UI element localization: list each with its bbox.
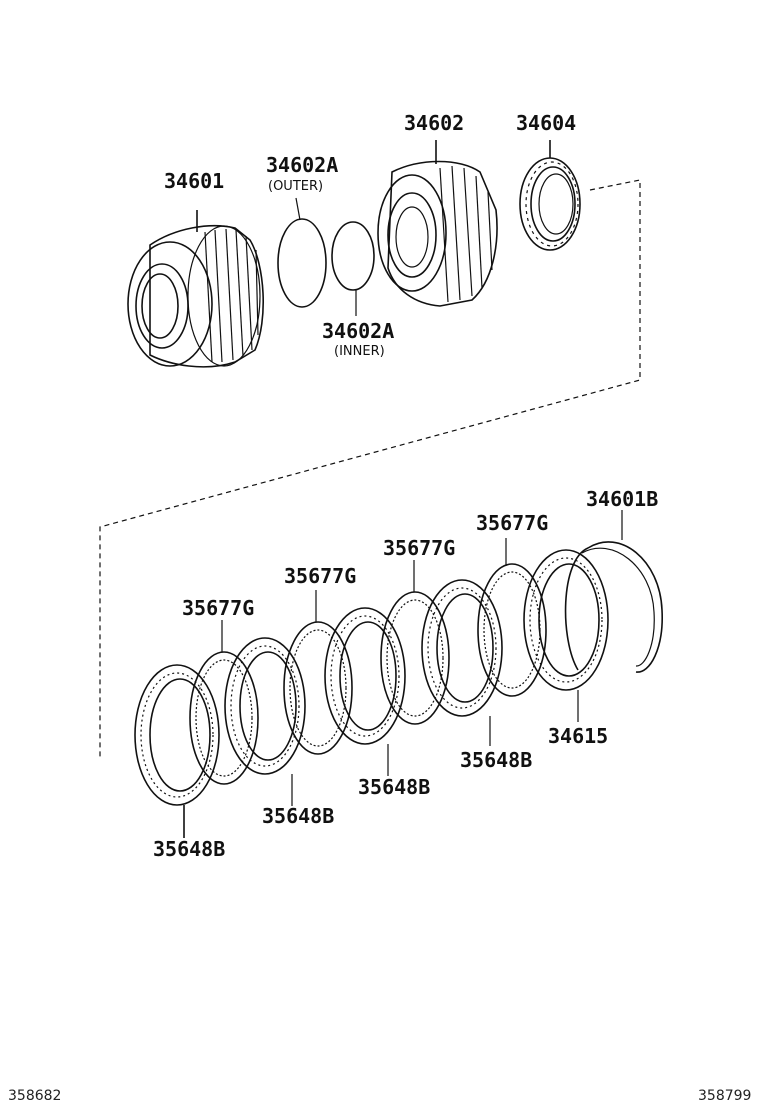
clutch-plate-stack: [134, 538, 609, 838]
label-35648b-1: 35648B: [153, 837, 225, 861]
label-34615: 34615: [548, 724, 608, 748]
clutch-hub-34602: [377, 140, 498, 307]
label-34602: 34602: [404, 111, 464, 135]
label-35648b-2: 35648B: [262, 804, 334, 828]
label-inner-note: (INNER): [334, 344, 385, 359]
label-34601b: 34601B: [586, 487, 658, 511]
footer-right-code: 358799: [698, 1088, 751, 1104]
label-34601: 34601: [164, 169, 224, 193]
o-ring-inner: [331, 221, 375, 291]
bearing-34604: [519, 140, 581, 251]
label-34604: 34604: [516, 111, 576, 135]
o-ring-outer: [277, 218, 327, 308]
label-35677g-1: 35677G: [182, 596, 254, 620]
label-outer-note: (OUTER): [268, 179, 323, 194]
label-35677g-3: 35677G: [383, 536, 455, 560]
label-35677g-4: 35677G: [476, 511, 548, 535]
footer-left-code: 358682: [8, 1088, 61, 1104]
label-34602a-inner: 34602A: [322, 319, 394, 343]
label-34602a-outer: 34602A: [266, 153, 338, 177]
label-35648b-4: 35648B: [460, 748, 532, 772]
clutch-drum-34601: [127, 210, 264, 368]
label-35648b-3: 35648B: [358, 775, 430, 799]
label-35677g-2: 35677G: [284, 564, 356, 588]
snap-ring-34601b: [564, 541, 663, 673]
